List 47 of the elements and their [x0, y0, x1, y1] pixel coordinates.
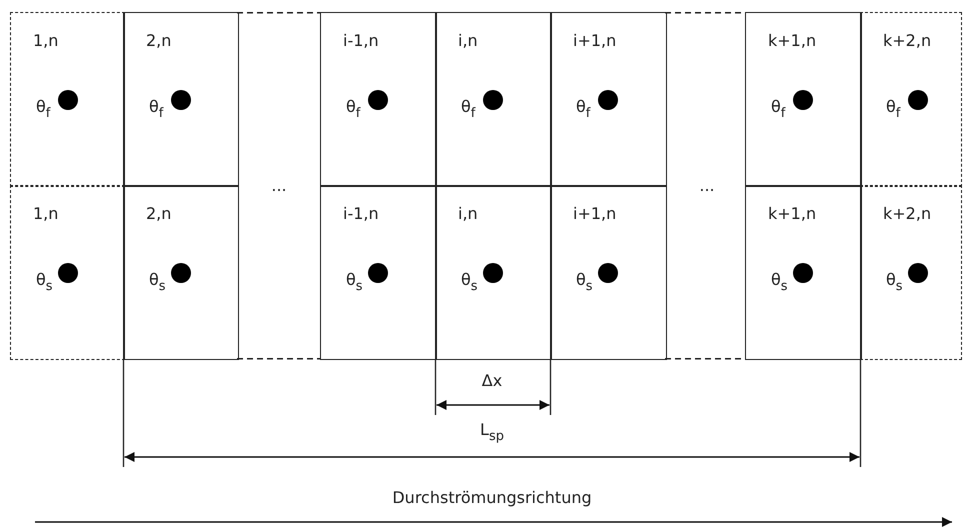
cell-index: i+1,n [573, 206, 616, 222]
cell-index: k+1,n [768, 206, 816, 222]
cell-index: i+1,n [573, 33, 616, 49]
temperature-symbol: θ$_{s}$ [461, 272, 478, 293]
temperature-symbol: θ$_{f}$ [461, 99, 476, 120]
temperature-symbol: θ$_{s}$ [36, 272, 53, 293]
temperature-symbol: θ$_{s}$ [576, 272, 593, 293]
dimension-label: Δx [482, 373, 502, 389]
grid-cell [320, 12, 436, 186]
grid-cell [435, 185, 552, 360]
grid-cell [123, 185, 238, 360]
cell-index: k+1,n [768, 33, 816, 49]
grid-cell [320, 185, 436, 360]
ellipsis: ... [699, 178, 715, 194]
cell-index: 2,n [146, 33, 172, 49]
cell-index: 1,n [33, 206, 58, 222]
temperature-symbol: θ$_{f}$ [149, 99, 164, 120]
dimension-label: L$_{sp}$ [480, 422, 504, 443]
grid-cell [10, 185, 124, 360]
temperature-symbol: θ$_{s}$ [149, 272, 166, 293]
cell-index: k+2,n [883, 33, 932, 49]
temperature-symbol: θ$_{f}$ [346, 99, 360, 120]
cell-index: i-1,n [343, 33, 379, 49]
temperature-symbol: θ$_{f}$ [576, 99, 590, 120]
cell-index: i,n [458, 206, 478, 222]
grid-cell [860, 185, 962, 360]
cell-index: i-1,n [343, 206, 379, 222]
cell-index: k+2,n [883, 206, 932, 222]
grid-cell [745, 185, 862, 360]
cell-index: i,n [458, 33, 478, 49]
cell-index: 2,n [146, 206, 172, 222]
grid-cell [550, 12, 666, 186]
temperature-symbol: θ$_{s}$ [346, 272, 363, 293]
grid-cell [860, 12, 962, 186]
temperature-symbol: θ$_{f}$ [771, 99, 786, 120]
ellipsis: ... [271, 178, 287, 194]
grid-cell [10, 12, 124, 186]
grid-cell [550, 185, 666, 360]
grid-cell [435, 12, 552, 186]
temperature-symbol: θ$_{f}$ [36, 99, 50, 120]
temperature-symbol: θ$_{s}$ [886, 272, 903, 293]
cell-index: 1,n [33, 33, 58, 49]
temperature-symbol: θ$_{s}$ [771, 272, 788, 293]
grid-cell [745, 12, 862, 186]
grid-cell [123, 12, 238, 186]
temperature-symbol: θ$_{f}$ [886, 99, 900, 120]
flow-direction-label: Durchströmungsrichtung [392, 490, 592, 506]
